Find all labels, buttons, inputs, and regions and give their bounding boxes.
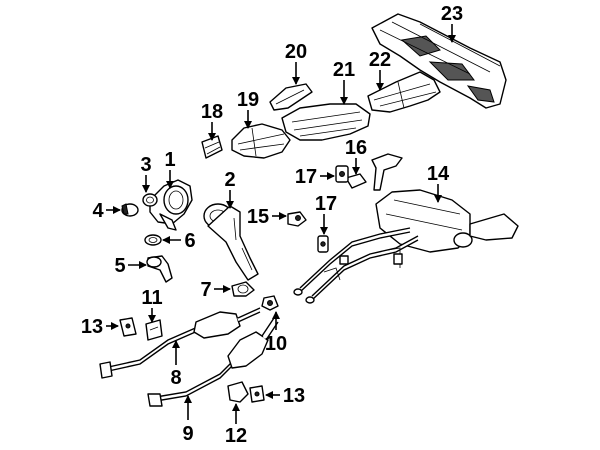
part-23-rear-heat-shield — [371, 13, 507, 109]
part-20-heat-shield — [269, 83, 313, 111]
part-17-hanger-upper — [335, 165, 349, 183]
part-8-intermediate-pipe — [99, 307, 261, 379]
callout-14: 14 — [427, 163, 450, 185]
callout-17-lower: 17 — [315, 193, 337, 215]
part-12-bracket — [227, 381, 249, 403]
part-22-heat-shield — [367, 71, 441, 113]
callout-18: 18 — [201, 101, 223, 123]
part-4-clamp — [121, 203, 139, 217]
part-5-flange-pipe — [146, 255, 173, 283]
leader-lines — [106, 24, 456, 424]
callout-15: 15 — [247, 206, 269, 228]
part-6-gasket — [144, 234, 162, 246]
callout-4: 4 — [92, 200, 104, 222]
callout-13-left: 13 — [81, 316, 103, 338]
part-2-front-pipe — [203, 203, 259, 281]
callout-19: 19 — [237, 89, 259, 111]
part-17-hanger-lower — [317, 235, 329, 253]
callout-2: 2 — [224, 169, 235, 191]
callout-labels: 1 2 3 4 5 6 7 8 9 10 11 12 13 13 14 15 1… — [81, 3, 463, 447]
part-10-mount — [261, 295, 279, 311]
callout-8: 8 — [170, 367, 181, 389]
callout-22: 22 — [369, 49, 391, 71]
callout-20: 20 — [285, 41, 307, 63]
part-13-hanger-right — [249, 385, 265, 403]
callout-5: 5 — [114, 255, 125, 277]
callout-16: 16 — [345, 137, 367, 159]
callout-1: 1 — [164, 149, 175, 171]
callout-6: 6 — [184, 230, 195, 252]
callout-12: 12 — [225, 425, 247, 447]
part-1-catalytic-converter — [149, 179, 193, 231]
callout-9: 9 — [182, 423, 193, 445]
part-3-gasket — [142, 193, 158, 207]
part-15-hanger — [287, 211, 307, 227]
callout-13-right: 13 — [283, 385, 305, 407]
part-9-intermediate-pipe — [147, 317, 279, 407]
part-7-clamp — [231, 281, 255, 297]
part-11-bracket — [145, 319, 163, 341]
callout-10: 10 — [265, 333, 287, 355]
callout-7: 7 — [200, 279, 211, 301]
part-13-hanger-left — [119, 317, 137, 337]
callout-11: 11 — [141, 287, 162, 309]
part-19-heat-shield — [231, 123, 291, 159]
callout-23: 23 — [441, 3, 463, 25]
part-21-tunnel-heat-shield — [281, 103, 371, 141]
callout-3: 3 — [140, 154, 151, 176]
part-16-bracket — [345, 153, 403, 191]
callout-17-upper: 17 — [295, 166, 317, 188]
callout-21: 21 — [333, 59, 355, 81]
part-14-rear-muffler — [293, 189, 519, 304]
